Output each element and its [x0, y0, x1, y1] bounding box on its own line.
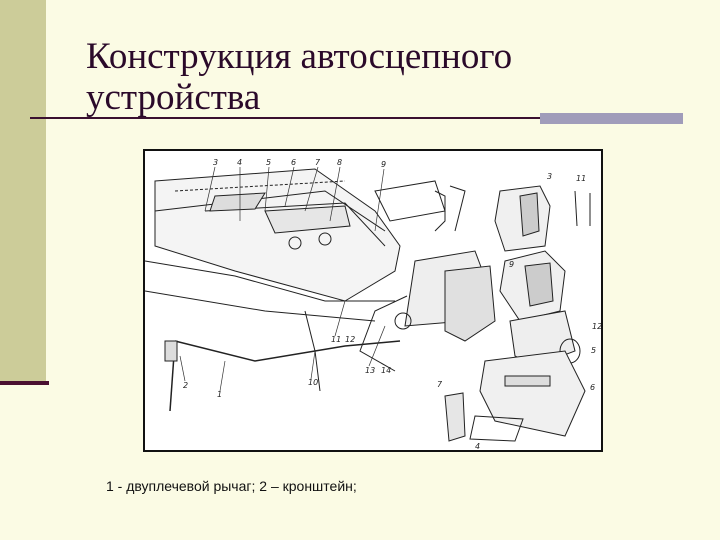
slide-title: Конструкция автосцепного устройства [86, 36, 513, 118]
detail-callout-5: 5 [591, 346, 596, 355]
callout-3: 3 [213, 158, 218, 167]
callout-4: 4 [237, 158, 242, 167]
coupler-drawing: 3 4 5 6 7 8 9 11 12 13 14 10 2 1 3 11 9 … [145, 158, 601, 450]
detail-callout-11: 11 [576, 174, 586, 183]
callout-12: 12 [345, 335, 355, 344]
callout-8: 8 [337, 158, 342, 167]
title-accent-bar [540, 113, 683, 124]
coupler-diagram: 3 4 5 6 7 8 9 11 12 13 14 10 2 1 3 11 9 … [143, 149, 603, 452]
detail-callout-9: 9 [509, 260, 514, 269]
leader-lines [179, 166, 386, 392]
callout-1: 1 [217, 390, 222, 399]
callout-14: 14 [381, 366, 391, 375]
callout-13: 13 [365, 366, 375, 375]
callout-11: 11 [331, 335, 341, 344]
callout-2: 2 [183, 381, 188, 390]
detail-callout-12: 12 [592, 322, 601, 331]
side-bar-cap [0, 381, 49, 385]
callout-5: 5 [266, 158, 271, 167]
detail-parts [444, 185, 591, 442]
callout-labels: 3 4 5 6 7 8 9 11 12 13 14 10 2 1 3 11 9 … [183, 158, 601, 450]
callout-6: 6 [291, 158, 296, 167]
title-rule [30, 117, 540, 119]
figure-caption: 1 - двуплечевой рычаг; 2 – кронштейн; [106, 478, 357, 494]
detail-callout-3: 3 [547, 172, 552, 181]
callout-7: 7 [315, 158, 321, 167]
callout-9: 9 [381, 160, 386, 169]
frame-beam [145, 168, 496, 412]
detail-callout-4: 4 [475, 442, 480, 450]
detail-callout-7: 7 [437, 380, 443, 389]
callout-10: 10 [308, 378, 318, 387]
side-bar [0, 0, 46, 383]
detail-callout-6: 6 [590, 383, 595, 392]
